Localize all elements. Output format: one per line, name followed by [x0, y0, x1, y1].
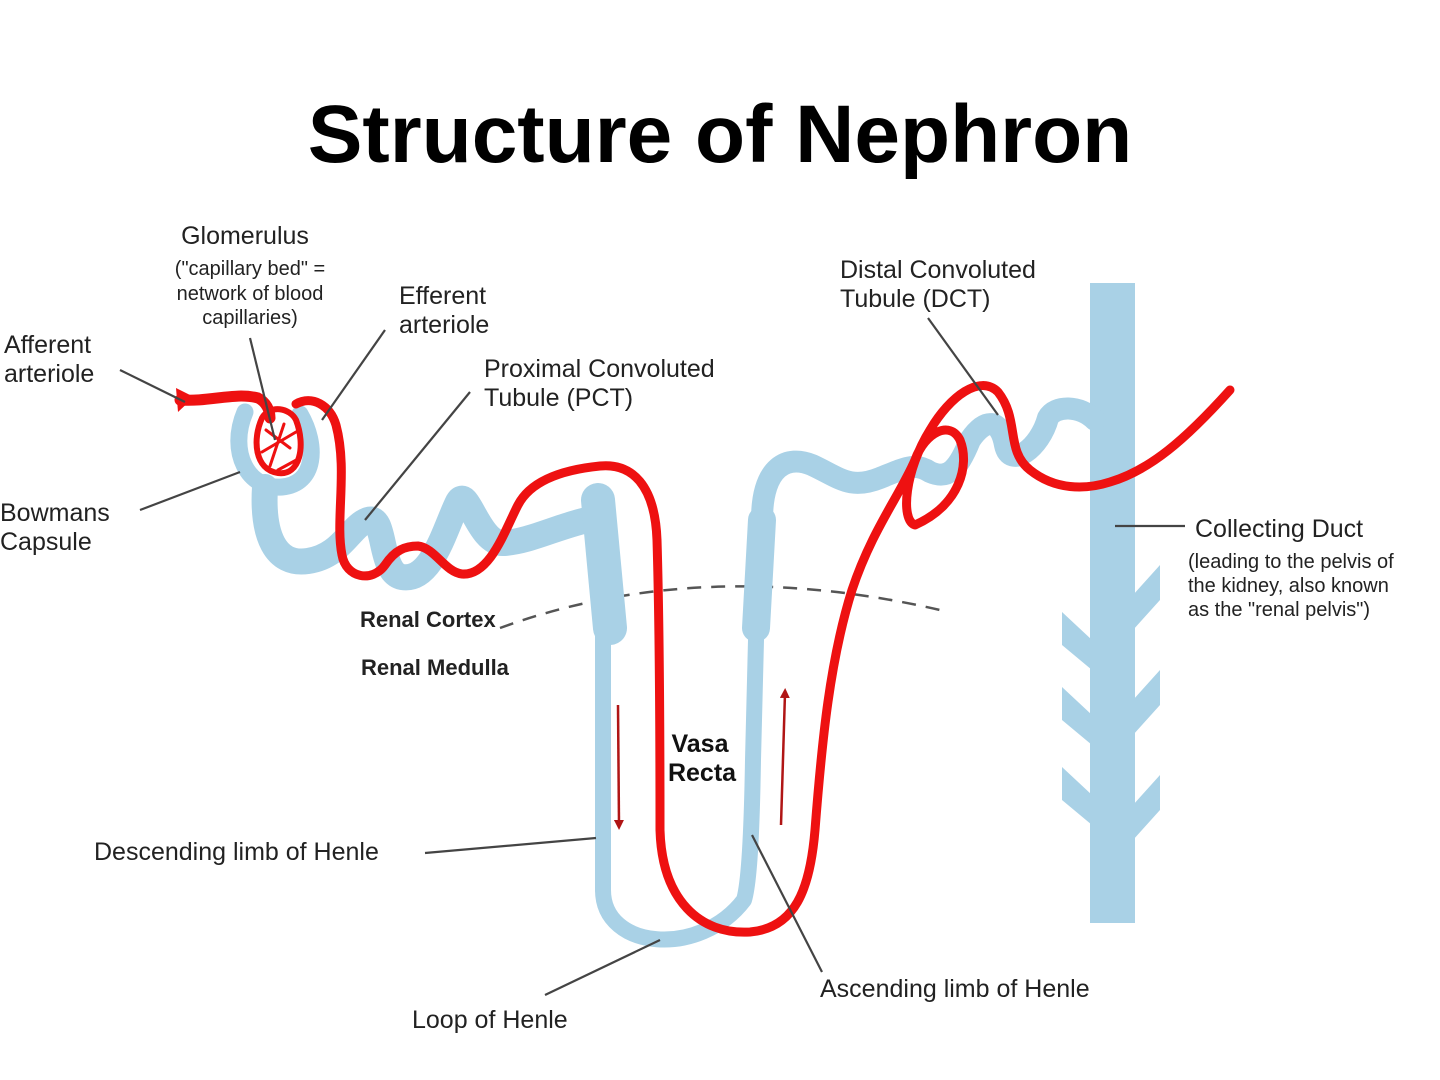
ascending-limb-leader	[751, 834, 823, 973]
pct-label-line-2: Tubule (PCT)	[484, 384, 633, 412]
afferent-arteriole-vessel	[174, 390, 276, 424]
vasa-recta-label-line-1: Vasa	[671, 730, 729, 758]
diagram-title: Structure of Nephron	[308, 89, 1133, 180]
collecting-duct-note-line-2: the kidney, also known	[1188, 575, 1389, 597]
bowmans-leader	[139, 470, 241, 512]
collecting-duct	[1062, 283, 1160, 923]
glomerulus-note-line-3: capillaries)	[202, 307, 298, 329]
efferent-arteriole-label-line-1: Efferent	[399, 282, 486, 310]
glomerulus-note-line-1: ("capillary bed" =	[175, 258, 325, 280]
dct-shape	[749, 397, 1106, 611]
collecting-duct-note-line-3: as the "renal pelvis")	[1188, 599, 1370, 621]
loop-leader	[544, 939, 661, 996]
ascending-flow-arrow	[779, 688, 790, 826]
cortex-medulla-boundary	[499, 585, 941, 630]
glomerulus-label: Glomerulus	[181, 222, 309, 250]
vasa-recta-label-line-2: Recta	[668, 759, 737, 787]
pct-shape	[251, 474, 609, 591]
leader-lines	[119, 317, 1185, 996]
dct-label-line-2: Tubule (DCT)	[840, 285, 991, 313]
glomerulus-note-line-2: network of blood	[177, 283, 324, 305]
bowmans-capsule-label-line-1: Bowmans	[0, 499, 110, 527]
pct-label-line-1: Proximal Convoluted	[484, 355, 715, 383]
descending-limb-leader	[424, 836, 597, 855]
efferent-arteriole-label-line-2: arteriole	[399, 311, 489, 339]
descending-flow-arrow	[613, 704, 624, 830]
afferent-arteriole-label-line-2: arteriole	[4, 360, 94, 388]
dct-leader	[927, 317, 999, 416]
loop-of-henle-label: Loop of Henle	[412, 1006, 568, 1034]
ascending-limb-label: Ascending limb of Henle	[820, 975, 1090, 1003]
glomerulus-leader	[248, 337, 277, 441]
renal-cortex-label: Renal Cortex	[360, 607, 496, 632]
bowmans-capsule-label-line-2: Capsule	[0, 528, 92, 556]
renal-medulla-label: Renal Medulla	[361, 655, 510, 680]
dct-label-line-1: Distal Convoluted	[840, 256, 1036, 284]
collecting-duct-note-line-1: (leading to the pelvis of	[1188, 551, 1394, 573]
pct-leader	[364, 391, 471, 521]
collecting-duct-label: Collecting Duct	[1195, 515, 1363, 543]
loop-and-ascending-shape	[595, 592, 765, 948]
afferent-arteriole-label-line-1: Afferent	[4, 331, 91, 359]
efferent-leader	[321, 329, 386, 421]
afferent-leader	[119, 369, 186, 403]
descending-limb-label: Descending limb of Henle	[94, 838, 379, 866]
bowmans-capsule-shape	[230, 403, 320, 496]
